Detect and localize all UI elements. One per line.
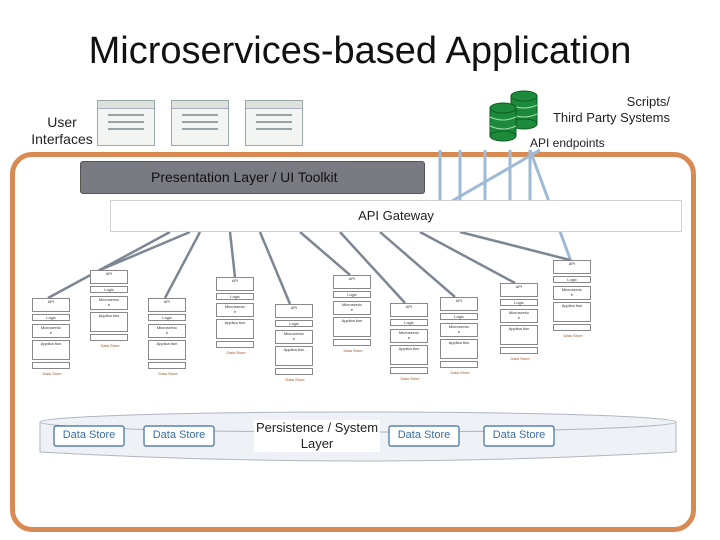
scripts-label: Scripts/ Third Party Systems — [552, 94, 670, 125]
data-store-label: Data Store — [152, 429, 206, 441]
microservice-label: Microservic e — [341, 302, 363, 312]
browser-window-2 — [171, 100, 229, 146]
data-store-label: Data Store — [62, 429, 116, 441]
microservice-label: Microservic e — [98, 297, 120, 307]
slide-title: Microservices-based Application — [88, 30, 632, 72]
data-store-tag: Data Store — [226, 350, 246, 355]
browser-window-3 — [245, 100, 303, 146]
microservice-label: Microservic e — [561, 287, 583, 297]
microservice-label: Microservic e — [283, 331, 305, 341]
data-store-icon — [53, 425, 555, 447]
data-store-tag: Data Store — [510, 356, 530, 361]
api-gateway: API Gateway — [110, 200, 682, 232]
database-icon — [489, 102, 517, 142]
data-store-label: Data Store — [492, 429, 546, 441]
user-interfaces-label: User Interfaces — [31, 114, 93, 147]
microservice-label: Microservic e — [156, 325, 178, 335]
data-store-tag: Data Store — [563, 333, 583, 338]
microservice-label: Microservic e — [224, 304, 246, 314]
data-store-tag: Data Store — [100, 343, 120, 348]
data-store-tag: Data Store — [450, 370, 470, 375]
presentation-layer: Presentation Layer / UI Toolkit — [80, 161, 425, 194]
data-store-tag: Data Store — [343, 348, 363, 353]
microservice-label: Microservic e — [508, 310, 530, 320]
data-store-tag: Data Store — [285, 377, 305, 382]
microservice-label: Microservic e — [448, 324, 470, 334]
data-store-tag: Data Store — [400, 376, 420, 381]
microservice-label: Microservic e — [398, 330, 420, 340]
browser-window-1 — [97, 100, 155, 146]
microservice-label: Microservic e — [40, 325, 62, 335]
api-endpoints-label: API endpoints — [530, 136, 605, 150]
data-store-label: Data Store — [397, 429, 451, 441]
data-store-tag: Data Store — [42, 371, 62, 376]
persistence-layer-label: Persistence / System Layer — [254, 420, 380, 452]
data-store-tag: Data Store — [158, 371, 178, 376]
